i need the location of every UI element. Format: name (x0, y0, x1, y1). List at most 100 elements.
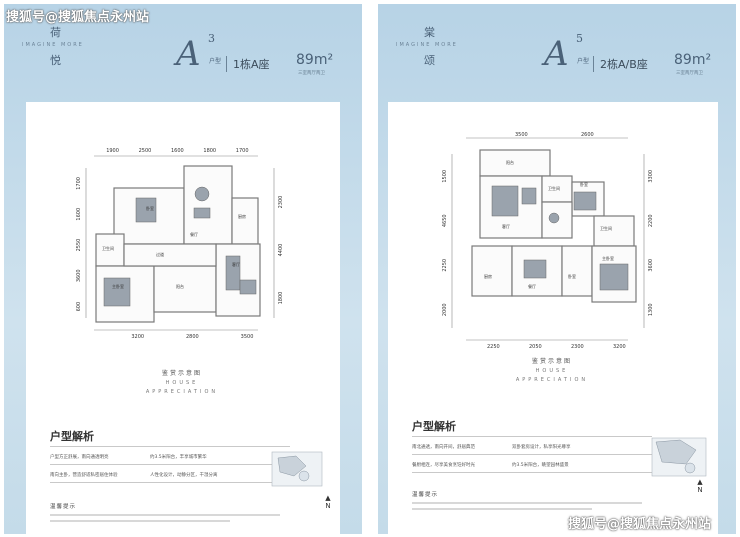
svg-text:卧室: 卧室 (568, 273, 576, 279)
dimension-label: 2250 (442, 259, 448, 272)
plan-caption-cn: 鉴赏示意图 (531, 358, 572, 365)
svg-text:餐厅: 餐厅 (190, 231, 198, 237)
divider (412, 454, 652, 455)
tip-text-line (412, 508, 592, 510)
svg-text:卫生间: 卫生间 (102, 245, 114, 251)
tip-title: 温馨提示 (50, 504, 77, 510)
unit-type-label: 户型 (577, 58, 590, 65)
brand-char-bottom: 颂 (424, 54, 436, 67)
unit-type-label: 户型 (209, 58, 222, 65)
svg-text:阳台: 阳台 (506, 159, 514, 165)
tip-text-line (412, 502, 642, 504)
svg-text:主卧室: 主卧室 (602, 255, 614, 261)
dimension-label: 3200 (131, 334, 144, 340)
dimension-label: 1600 (76, 208, 82, 221)
dimension-label: 2050 (529, 344, 542, 348)
svg-text:厨房: 厨房 (484, 273, 492, 279)
site-map-thumbnail (271, 451, 323, 487)
brand-subtitle: IMAGINE MORE (22, 42, 84, 48)
svg-text:客厅: 客厅 (232, 261, 240, 267)
plan-caption-en-1: HOUSE (165, 380, 199, 386)
area-subtitle: 三室两厅两卫 (298, 71, 325, 76)
area-subtitle: 三室两厅两卫 (676, 71, 703, 76)
brand-char-top: 棠 (424, 26, 436, 39)
plan-caption-en-2: APPRECIATION (515, 377, 589, 383)
dimension-label: 3200 (613, 344, 626, 348)
north-label: N (697, 486, 703, 494)
unit-type-number: 3 (208, 32, 215, 45)
brand-char-top: 荷 (50, 26, 62, 39)
unit-type-letter: A (176, 34, 201, 74)
dimension-label: 2300 (571, 344, 584, 348)
feature-1: 户型方正舒展，南向通透明亮 (50, 455, 109, 460)
area-value: 89m² (674, 52, 712, 68)
tip-text-line (50, 520, 230, 522)
info-card: 卧室 餐厅 厨房 卫生间 主卧室 阳台 客厅 过道 1900 2500 1600 18… (26, 102, 340, 534)
plan-caption-en-1: HOUSE (535, 368, 569, 374)
dimension-label: 1900 (106, 148, 119, 154)
watermark-top-left: 搜狐号@搜狐焦点永州站 (6, 10, 150, 25)
divider (412, 436, 652, 437)
dimension-label: 3600 (648, 259, 654, 272)
area-value: 89m² (296, 52, 334, 68)
dimension-label: 600 (76, 302, 82, 312)
dimension-label: 2550 (76, 239, 82, 252)
svg-text:餐厅: 餐厅 (528, 283, 536, 289)
unit-type-letter: A (544, 34, 569, 74)
dimension-label: 1500 (442, 170, 448, 183)
dimension-label: 1800 (278, 292, 284, 305)
divider (50, 446, 290, 447)
floorplan-sheet-right: 棠 IMAGINE MORE 颂 A 5 户型 2栋A/B座 89m² 三室两厅… (378, 4, 736, 534)
dimension-label: 3500 (241, 334, 254, 340)
floorplan-drawing: 卧室 餐厅 厨房 卫生间 主卧室 阳台 客厅 过道 1900 2500 1600 18… (76, 148, 284, 340)
svg-text:客厅: 客厅 (502, 223, 510, 229)
north-arrow-icon: ▲ N (694, 478, 706, 494)
tip-title: 温馨提示 (412, 492, 439, 498)
dimension-label: 2200 (648, 214, 654, 227)
svg-text:卧室: 卧室 (146, 205, 154, 211)
dimension-label: 1700 (76, 177, 82, 190)
analysis-title: 户型解析 (412, 420, 456, 433)
dimension-label: 2250 (487, 344, 500, 348)
dimension-label: 4650 (442, 214, 448, 227)
svg-text:卫生间: 卫生间 (600, 225, 612, 231)
svg-text:阳台: 阳台 (176, 283, 184, 289)
feature-3: 餐厨相连，尽享美食烹饪好时光 (412, 463, 475, 468)
dimension-label: 1700 (236, 148, 249, 154)
unit-type-number: 5 (576, 32, 583, 45)
site-map-thumbnail (651, 437, 707, 477)
building-label: 2栋A/B座 (593, 56, 648, 72)
svg-text:厨房: 厨房 (238, 213, 246, 219)
svg-text:卧室: 卧室 (580, 181, 588, 187)
brand-subtitle: IMAGINE MORE (396, 42, 458, 48)
feature-4: 人性化设计，动静分区，干湿分离 (150, 473, 218, 478)
dimension-label: 1600 (171, 148, 184, 154)
brand-char-bottom: 悦 (50, 54, 62, 67)
plan-caption-cn: 鉴赏示意图 (161, 370, 202, 377)
building-label: 1栋A座 (226, 56, 270, 72)
dimension-label: 2600 (581, 132, 594, 138)
svg-text:过道: 过道 (156, 251, 164, 257)
floorplan-sheet-left: 荷 IMAGINE MORE 悦 A 3 户型 1栋A座 89m² 三室两厅两卫 (4, 4, 362, 534)
feature-2: 双卧套房设计，私享阳光尊享 (512, 445, 571, 450)
svg-text:卫生间: 卫生间 (548, 185, 560, 191)
divider (50, 464, 290, 465)
plan-caption-en-2: APPRECIATION (145, 389, 219, 395)
north-label: N (325, 502, 331, 510)
dimension-label: 2300 (278, 196, 284, 209)
svg-text:主卧室: 主卧室 (112, 283, 124, 289)
feature-1: 南北通透，南向开间，舒居典范 (412, 445, 475, 450)
dimension-label: 3300 (648, 170, 654, 183)
divider (50, 482, 290, 483)
feature-2: 约3.5米阳台，丰享城市繁华 (150, 455, 207, 460)
feature-4: 约3.5米阳台，眺望园林盛景 (512, 463, 569, 468)
divider (412, 472, 652, 473)
watermark-bottom-right: 搜狐号@搜狐焦点永州站 (568, 517, 712, 532)
dimension-label: 3600 (76, 269, 82, 282)
north-arrow-icon: ▲ N (322, 494, 334, 510)
dimension-label: 2500 (139, 148, 152, 154)
analysis-title: 户型解析 (50, 430, 94, 443)
feature-3: 南向主卧，营造舒适私密居住体验 (50, 473, 118, 478)
